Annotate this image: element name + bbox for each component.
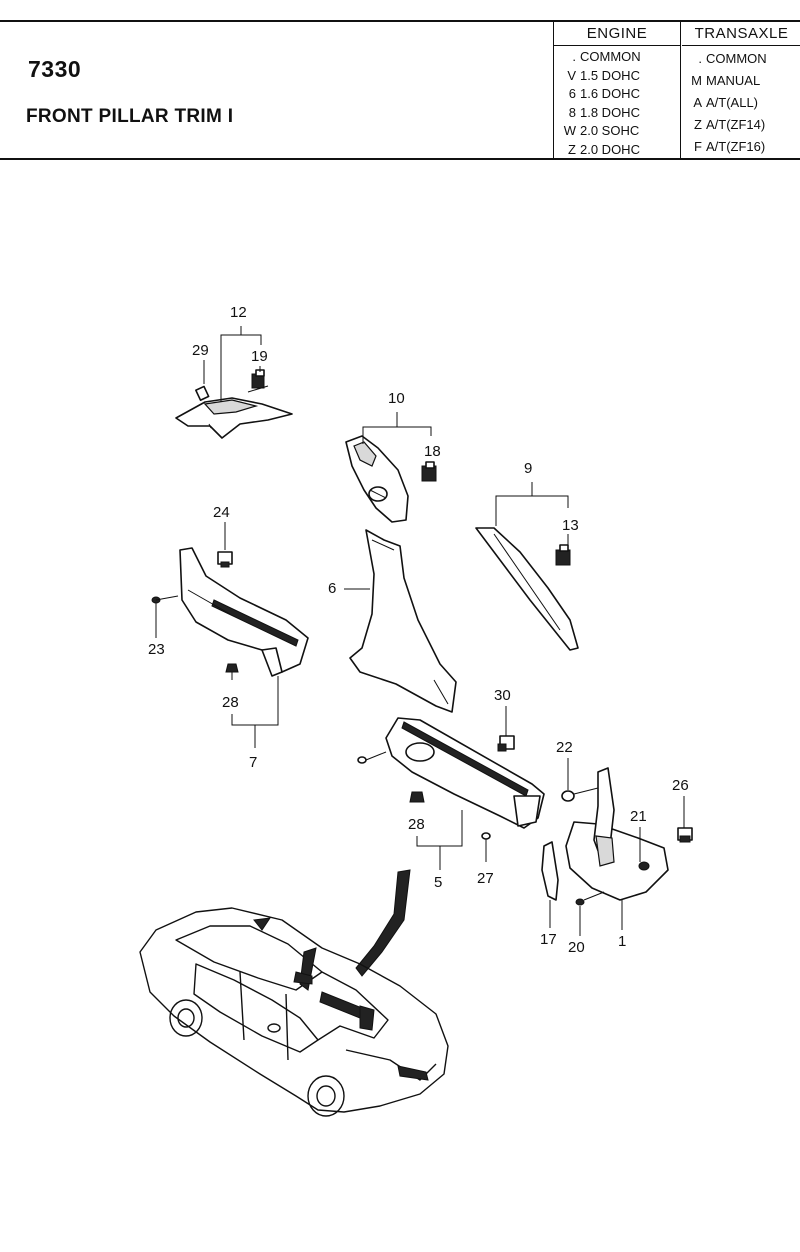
engine-row: W 2.0 SOHC xyxy=(554,122,680,141)
engine-code: V xyxy=(567,67,576,83)
transaxle-row: Z A/T(ZF14) xyxy=(682,114,800,136)
transaxle-row: A A/T(ALL) xyxy=(682,92,800,114)
callout-24: 24 xyxy=(213,504,230,521)
transaxle-row: . COMMON xyxy=(682,48,800,70)
part-13-clip xyxy=(555,544,571,566)
transaxle-code: Z xyxy=(694,117,702,132)
callout-20: 20 xyxy=(568,939,585,956)
part-17-seal xyxy=(541,841,559,901)
part-22-screw xyxy=(561,787,599,802)
callout-9: 9 xyxy=(524,460,532,477)
engine-row: 6 1.6 DOHC xyxy=(554,85,680,104)
callout-12: 12 xyxy=(230,304,247,321)
part-20-screw xyxy=(575,891,605,906)
part-27-screw xyxy=(481,832,491,862)
leader-7 xyxy=(231,676,279,748)
part-5-scuff-panel xyxy=(385,717,545,829)
engine-row: . COMMON xyxy=(554,48,680,67)
engine-code: W xyxy=(563,123,576,138)
transaxle-desc: A/T(ALL) xyxy=(706,95,759,110)
leader-5 xyxy=(416,810,463,870)
part-26-clip xyxy=(677,827,693,843)
transaxle-code: A xyxy=(693,95,702,110)
part-24-clip xyxy=(217,551,233,568)
callout-21: 21 xyxy=(630,808,647,825)
engine-code: . xyxy=(572,49,576,64)
callout-5: 5 xyxy=(434,874,442,891)
engine-desc: 2.0 DOHC xyxy=(580,141,640,157)
callout-13: 13 xyxy=(562,517,579,534)
part-1-kick-panel xyxy=(565,767,669,901)
callout-17: 17 xyxy=(540,931,557,948)
engine-desc: 2.0 SOHC xyxy=(580,123,640,138)
callout-27: 27 xyxy=(477,870,494,887)
part-12-panel xyxy=(175,397,293,439)
callout-7: 7 xyxy=(249,754,257,771)
part-18-clip xyxy=(421,461,437,482)
engine-code: 8 xyxy=(568,104,576,120)
engine-desc: 1.6 DOHC xyxy=(580,86,640,101)
transaxle-desc: A/T(ZF14) xyxy=(706,117,766,132)
location-arrow xyxy=(355,869,411,977)
transaxle-desc: COMMON xyxy=(706,51,767,66)
part-23-screw xyxy=(151,595,179,604)
part-7-scuff-panel xyxy=(179,547,309,677)
group-title: FRONT PILLAR TRIM I xyxy=(26,106,234,127)
leader-10 xyxy=(362,412,432,444)
engine-desc: 1.5 DOHC xyxy=(580,67,640,83)
transaxle-row: M MANUAL xyxy=(682,70,800,92)
callout-23: 23 xyxy=(148,641,165,658)
engine-code: Z xyxy=(568,141,576,157)
transaxle-column: TRANSAXLE . COMMON M MANUAL A A/T(ALL) Z A/T… xyxy=(682,22,800,158)
transaxle-code: . xyxy=(698,51,702,66)
engine-header: ENGINE xyxy=(554,22,680,46)
engine-desc: COMMON xyxy=(580,49,641,64)
callout-18: 18 xyxy=(424,443,441,460)
sedan-illustration xyxy=(139,907,449,1117)
leader-9 xyxy=(495,482,569,526)
callout-30: 30 xyxy=(494,687,511,704)
part-30-clip xyxy=(497,735,515,752)
transaxle-row: F A/T(ZF16) xyxy=(682,136,800,158)
part-5-small-screw xyxy=(357,751,387,764)
transaxle-code: F xyxy=(694,139,702,154)
callout-28b: 28 xyxy=(408,816,425,833)
part-29-pad xyxy=(195,385,210,402)
header-band: 7330 FRONT PILLAR TRIM I ENGINE . COMMON … xyxy=(0,20,800,160)
transaxle-desc: A/T(ZF16) xyxy=(706,139,766,154)
part-28b-clip xyxy=(409,791,425,803)
engine-desc: 1.8 DOHC xyxy=(580,104,640,120)
callout-10: 10 xyxy=(388,390,405,407)
callout-29: 29 xyxy=(192,342,209,359)
callout-22: 22 xyxy=(556,739,573,756)
callout-6: 6 xyxy=(328,580,336,597)
part-9-a-pillar-trim xyxy=(475,527,579,651)
part-6-pillar-trim xyxy=(349,529,457,713)
leader-12 xyxy=(220,326,262,345)
part-10-upper-trim xyxy=(345,435,409,523)
callout-26: 26 xyxy=(672,777,689,794)
engine-code: 6 xyxy=(568,86,576,101)
callout-1: 1 xyxy=(618,933,626,950)
part-28a-clip xyxy=(225,663,239,680)
transaxle-header: TRANSAXLE xyxy=(682,22,800,46)
transaxle-code: M xyxy=(691,73,702,88)
group-number: 7330 xyxy=(28,56,82,82)
transaxle-desc: MANUAL xyxy=(706,73,761,88)
part-19-clip xyxy=(247,369,269,393)
callout-28a: 28 xyxy=(222,694,239,711)
callout-19: 19 xyxy=(251,348,268,365)
